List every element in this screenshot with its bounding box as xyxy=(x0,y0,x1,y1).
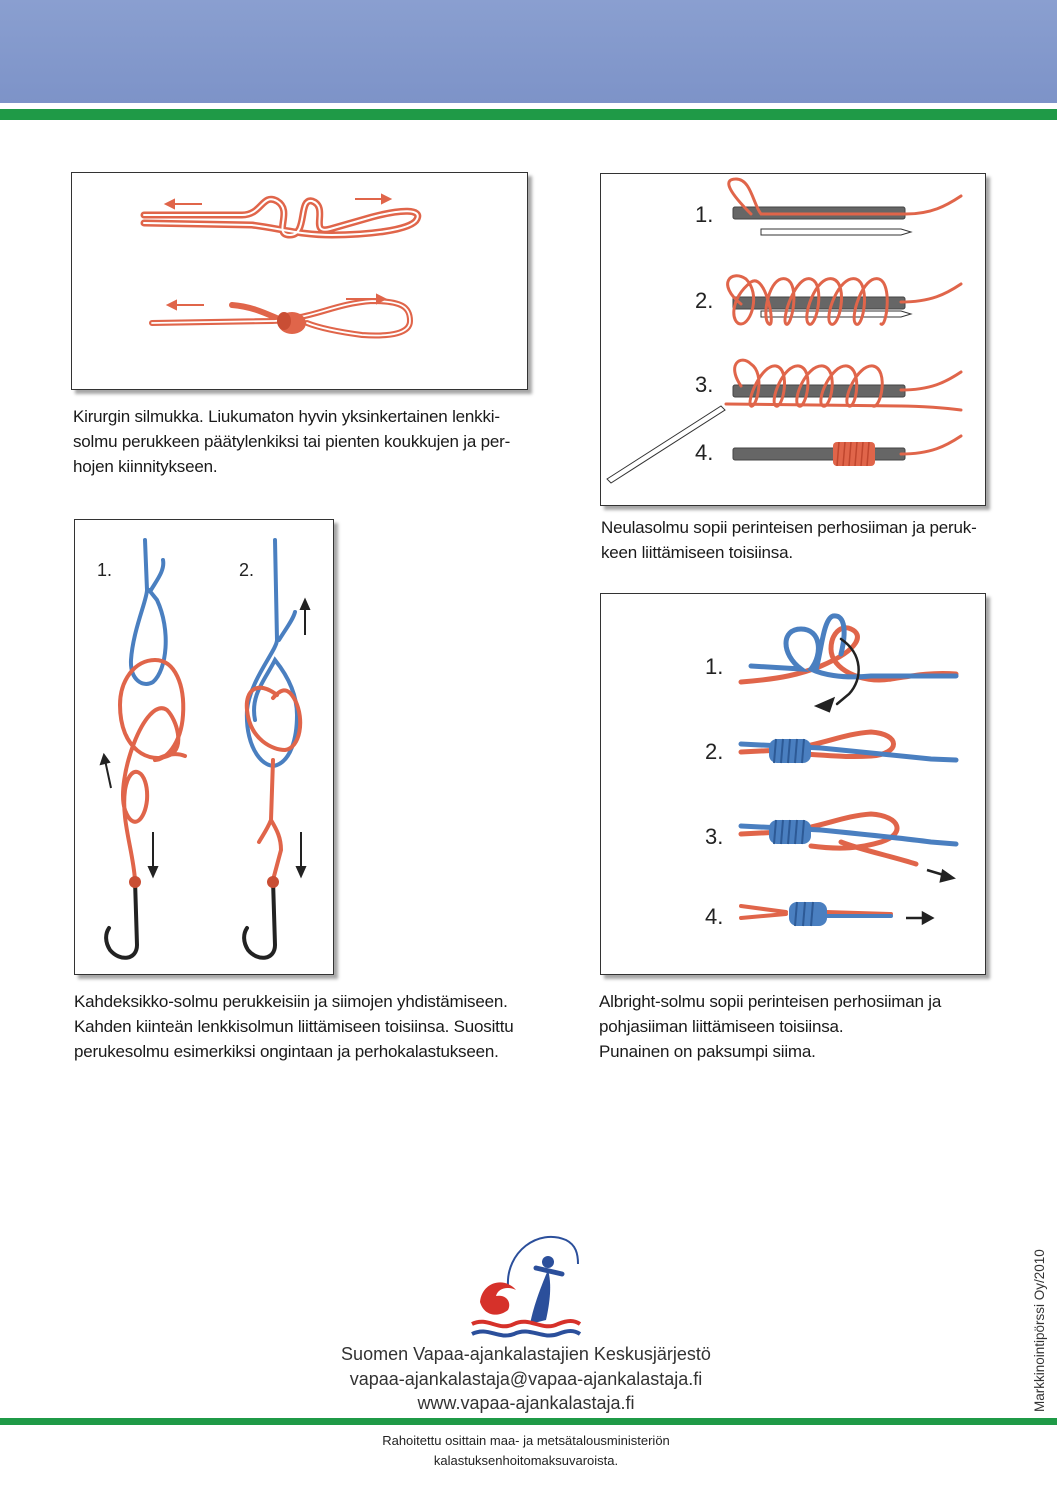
caption-line: Kahden kiinteän lenkkisolmun liittämisee… xyxy=(74,1017,514,1036)
step-number: 2. xyxy=(239,560,254,580)
step-number: 4. xyxy=(695,440,713,465)
footer-website: www.vapaa-ajankalastaja.fi xyxy=(270,1391,782,1415)
footer-funding: Rahoitettu osittain maa- ja metsätalousm… xyxy=(300,1431,752,1471)
funding-line: Rahoitettu osittain maa- ja metsätalousm… xyxy=(382,1433,670,1448)
caption-line: keen liittämiseen toisiinsa. xyxy=(601,543,793,562)
albright-caption: Albright-solmu sopii perinteisen perhosi… xyxy=(599,989,941,1064)
footer-email: vapaa-ajankalastaja@vapaa-ajankalastaja.… xyxy=(270,1367,782,1391)
caption-line: pohjasiiman liittämiseen toisiinsa. xyxy=(599,1017,844,1036)
header-divider xyxy=(0,103,1057,109)
side-credit: Markkinointipörssi Oy/2010 xyxy=(1032,1249,1047,1412)
direction-arrow-icon xyxy=(163,193,393,311)
figure-eight-figure: 1. 2. xyxy=(74,519,334,975)
step-number: 2. xyxy=(695,288,713,313)
direction-arrow-icon xyxy=(99,597,311,879)
step-number: 4. xyxy=(705,904,723,929)
figure-eight-caption: Kahdeksikko-solmu perukkeisiin ja siimoj… xyxy=(74,989,514,1064)
header-green-stripe xyxy=(0,109,1057,120)
caption-line: Neulasolmu sopii perinteisen perhosiiman… xyxy=(601,518,977,537)
caption-line: solmu perukkeen päätylenkiksi tai piente… xyxy=(73,432,511,451)
org-name: Suomen Vapaa-ajankalastajien Keskusjärje… xyxy=(341,1344,711,1364)
header-band xyxy=(0,0,1057,103)
caption-line: Albright-solmu sopii perinteisen perhosi… xyxy=(599,992,942,1011)
direction-arrow-icon xyxy=(813,696,956,926)
caption-line: Kirurgin silmukka. Liukumaton hyvin yksi… xyxy=(73,407,500,426)
caption-line: Kahdeksikko-solmu perukkeisiin ja siimoj… xyxy=(74,992,508,1011)
surgeon-loop-caption: Kirurgin silmukka. Liukumaton hyvin yksi… xyxy=(73,404,510,479)
step-number: 3. xyxy=(705,824,723,849)
fisherman-and-fish-logo xyxy=(471,1235,582,1338)
email-link[interactable]: vapaa-ajankalastaja@vapaa-ajankalastaja.… xyxy=(349,1369,703,1389)
step-number: 3. xyxy=(695,372,713,397)
step-number: 1. xyxy=(705,654,723,679)
step-number: 2. xyxy=(705,739,723,764)
step-number: 1. xyxy=(695,202,713,227)
step-number: 1. xyxy=(97,560,112,580)
nail-knot-figure: 1. 2. 3. 4. xyxy=(600,173,986,506)
albright-figure: 1. 2. 3. 4. xyxy=(600,593,986,975)
nail-knot-caption: Neulasolmu sopii perinteisen perhosiiman… xyxy=(601,515,977,565)
surgeon-loop-illustration xyxy=(140,193,422,339)
caption-line: hojen kiinnitykseen. xyxy=(73,457,218,476)
albright-illustration: 1. 2. 3. 4. xyxy=(705,613,959,929)
funding-line: kalastuksenhoitomaksuvaroista. xyxy=(433,1453,619,1468)
caption-line: perukesolmu esimerkiksi ongintaan ja per… xyxy=(74,1042,499,1061)
website-link[interactable]: www.vapaa-ajankalastaja.fi xyxy=(417,1393,635,1413)
caption-line: Punainen on paksumpi siima. xyxy=(599,1042,816,1061)
footer-org-name: Suomen Vapaa-ajankalastajien Keskusjärje… xyxy=(270,1342,782,1366)
surgeon-loop-figure xyxy=(71,172,528,390)
nail-knot-illustration: 1. 2. 3. 4. xyxy=(606,177,963,484)
figure-eight-illustration: 1. 2. xyxy=(97,538,311,960)
footer-green-stripe xyxy=(0,1418,1057,1425)
